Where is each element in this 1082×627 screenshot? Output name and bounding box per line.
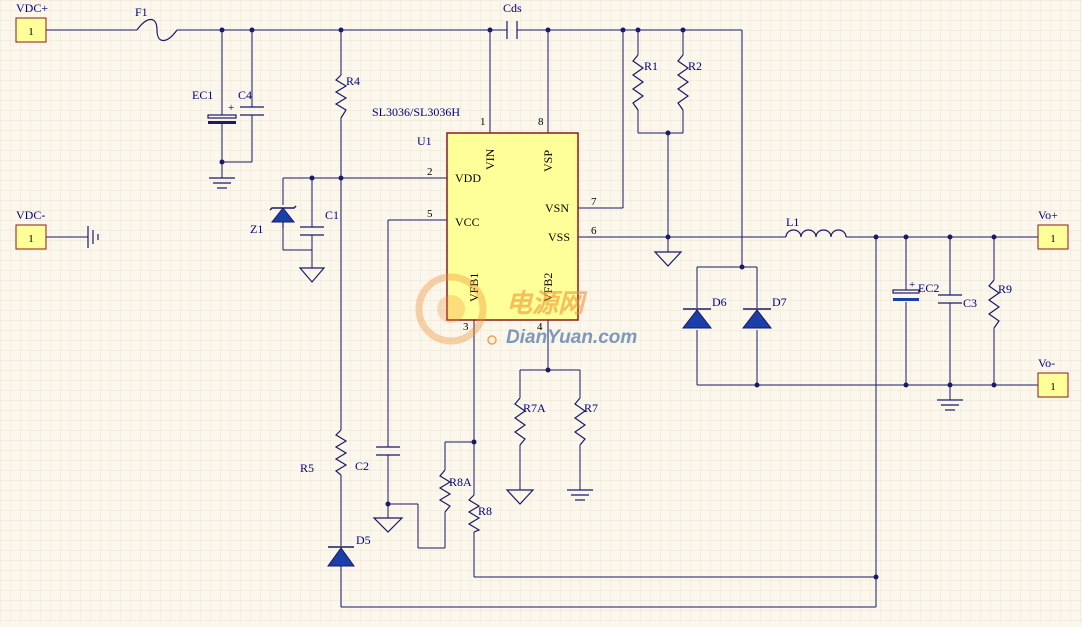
- ground-triangle-r7a: [505, 489, 535, 505]
- resistor-r9: R9: [987, 279, 1012, 329]
- ic-pin-number-8: 8: [538, 116, 544, 128]
- component-label: D6: [712, 295, 727, 309]
- watermark-url: DianYuan.com: [506, 327, 637, 348]
- resistor-r7a: R7A: [513, 397, 546, 446]
- ground-vdc-minus: [87, 226, 99, 248]
- port-pin-number: 1: [28, 26, 34, 38]
- ic-pin-vss: VSS: [548, 230, 570, 244]
- diode-d5: D5: [327, 533, 371, 567]
- watermark: 电源网 DianYuan.com: [415, 273, 637, 348]
- ic-pin-number-5: 5: [427, 208, 433, 220]
- ground-triangle-vss: [653, 251, 683, 267]
- component-label: Z1: [250, 222, 263, 236]
- component-label: C2: [355, 459, 369, 473]
- zener-z1: Z1: [250, 205, 297, 236]
- capacitor-c1: C1: [300, 208, 339, 236]
- port-pin-number: 1: [1050, 381, 1056, 393]
- ic-pin-vsn: VSN: [545, 201, 569, 215]
- port-vo-minus: 1 Vo-: [1037, 356, 1069, 398]
- capacitor-c2: C2: [355, 446, 400, 473]
- ic-u1: SL3036/SL3036H U1 VDD VCC VSN VSS VIN VS…: [372, 105, 597, 333]
- port-label: Vo-: [1038, 356, 1055, 370]
- port-label: VDC+: [16, 1, 48, 15]
- component-label: D5: [356, 533, 371, 547]
- resistor-r8a: R8A: [438, 469, 472, 513]
- component-label: R8A: [449, 475, 472, 489]
- ground-triangle-c2: [372, 517, 404, 533]
- resistor-r4: R4: [334, 74, 360, 119]
- component-label: R5: [300, 461, 314, 475]
- wires: [46, 29, 1038, 608]
- port-label: VDC-: [16, 208, 45, 222]
- ground-triangle-c1: [298, 267, 326, 283]
- component-label: Cds: [503, 1, 522, 15]
- capacitor-cds: Cds: [503, 1, 522, 39]
- ic-pin-vfb2: VFB2: [541, 273, 555, 302]
- ground-output: [937, 399, 963, 411]
- ic-pin-number-1: 1: [480, 116, 486, 128]
- ic-designator: U1: [417, 134, 432, 148]
- port-vdc-minus: 1 VDC-: [15, 208, 47, 250]
- component-label: R8: [478, 504, 492, 518]
- polarity-plus: +: [909, 279, 915, 291]
- resistor-r5: R5: [300, 429, 348, 476]
- fuse-f1: F1: [135, 5, 178, 42]
- resistor-r7: R7: [573, 397, 598, 446]
- port-pin-number: 1: [1050, 233, 1056, 245]
- component-label: C3: [963, 296, 977, 310]
- port-vdc-plus: 1 VDC+: [15, 1, 48, 43]
- port-pin-number: 1: [28, 233, 34, 245]
- component-label: R4: [346, 74, 360, 88]
- resistor-r2: R2: [676, 54, 702, 111]
- ic-pin-vcc: VCC: [455, 215, 480, 229]
- component-label: C4: [238, 88, 252, 102]
- resistor-r8: R8: [467, 494, 492, 533]
- component-label: R7A: [523, 401, 546, 415]
- resistor-r1: R1: [631, 54, 658, 111]
- ic-pin-vin: VIN: [483, 148, 497, 170]
- port-label: Vo+: [1038, 208, 1058, 222]
- ground-ec1: [209, 177, 235, 189]
- watermark-brand: 电源网: [506, 288, 588, 318]
- ic-pin-number-3: 3: [463, 321, 469, 333]
- component-label: D7: [772, 295, 787, 309]
- capacitor-c3: C3: [938, 294, 977, 310]
- ic-pin-vdd: VDD: [455, 171, 481, 185]
- ic-pin-vfb1: VFB1: [467, 273, 481, 302]
- diode-d6: D6: [681, 295, 727, 329]
- polarity-plus: +: [228, 102, 234, 114]
- port-vo-plus: 1 Vo+: [1037, 208, 1069, 250]
- component-label: EC2: [918, 281, 939, 295]
- junction-dots: [219, 27, 997, 580]
- capacitor-c4: C4: [238, 88, 264, 116]
- component-label: R1: [644, 59, 658, 73]
- component-label: L1: [786, 215, 799, 229]
- ic-pin-number-4: 4: [537, 321, 543, 333]
- watermark-logo-icon: [415, 273, 487, 345]
- diode-d7: D7: [741, 295, 787, 329]
- ic-pin-vsp: VSP: [541, 150, 555, 172]
- capacitor-ec1: + EC1: [192, 88, 237, 124]
- component-label: C1: [325, 208, 339, 222]
- inductor-l1: L1: [785, 215, 847, 238]
- component-label: R2: [688, 59, 702, 73]
- component-label: F1: [135, 5, 148, 19]
- component-label: R7: [584, 401, 598, 415]
- capacitor-ec2: + EC2: [892, 279, 939, 301]
- ic-pin-number-2: 2: [427, 166, 433, 178]
- ground-r7: [567, 489, 593, 501]
- component-label: R9: [998, 282, 1012, 296]
- component-label: EC1: [192, 88, 213, 102]
- ic-pin-number-7: 7: [591, 196, 597, 208]
- ic-part-number: SL3036/SL3036H: [372, 105, 460, 119]
- ic-pin-number-6: 6: [591, 225, 597, 237]
